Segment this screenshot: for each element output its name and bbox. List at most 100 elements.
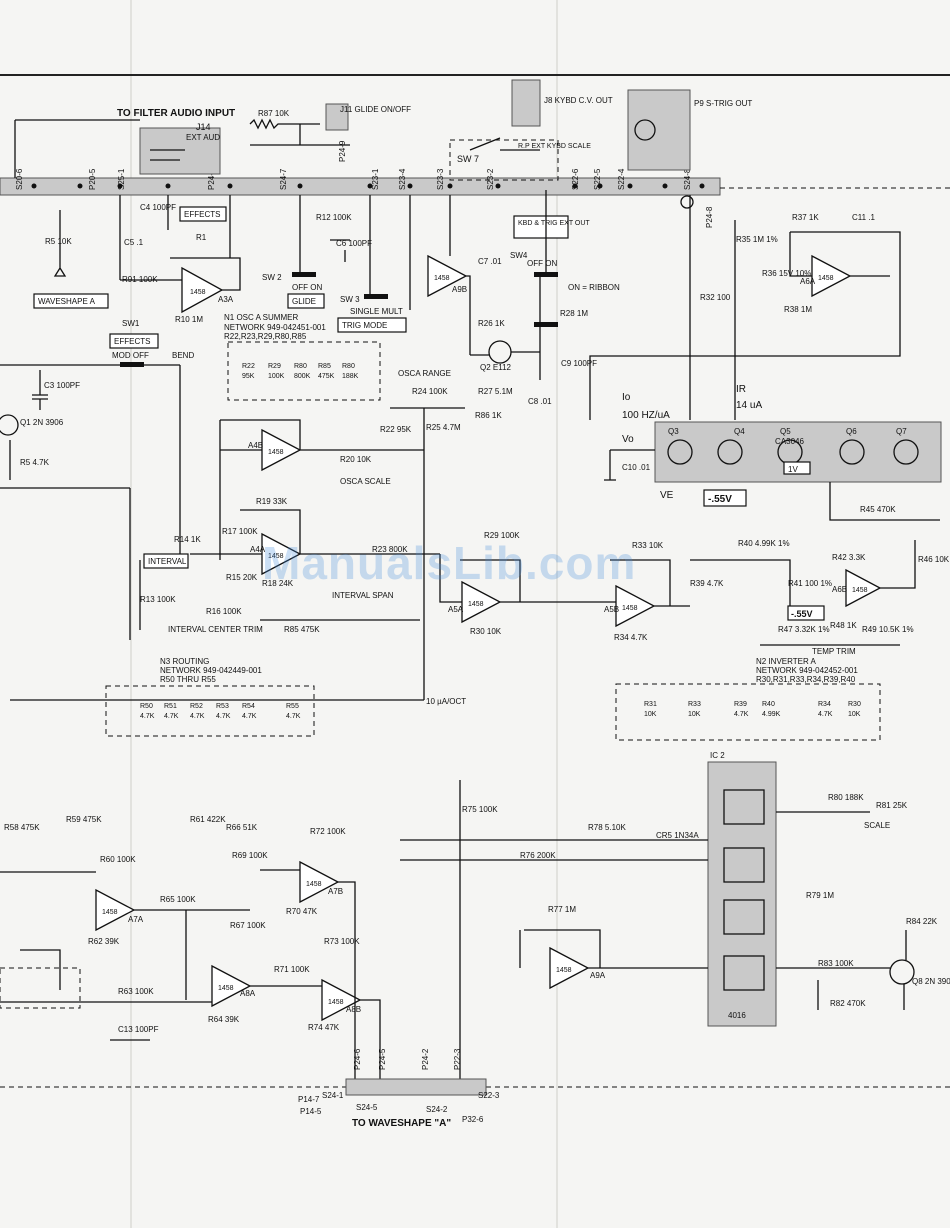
ir-value: 14 uA [736, 400, 762, 411]
network-n2-resistors: R31 10K R33 10K R39 4.7K R40 4.99K R34 4… [644, 701, 861, 718]
n1-resistor-ref: R80 [294, 363, 307, 370]
transistor-q1 [0, 414, 19, 436]
q8-label: Q8 2N 3904 [912, 977, 950, 986]
n3-resistor-val: 4.7K [242, 713, 257, 720]
n1-resistor-val: 95K [242, 373, 255, 380]
n2-resistor-ref: R33 [688, 701, 701, 708]
interval-label-box [143, 553, 189, 569]
ic2-label: IC 2 [710, 751, 725, 760]
r5b-label: R5 4.7K [20, 458, 50, 467]
r59-label: R59 475K [66, 815, 102, 824]
trig-mode-label: TRIG MODE [342, 321, 387, 330]
r35-label: R35 1M 1% [736, 235, 778, 244]
bottom-connector-labels: P24-6 P24-5 P24-2 P22-3 [353, 1048, 462, 1070]
opamp-part: 1458 [622, 605, 638, 612]
net2-number: NETWORK 949-042452-001 [756, 666, 858, 675]
vo-label: Vo [622, 434, 634, 445]
network-left-partial [0, 967, 81, 1009]
r5-label: R5 10K [45, 237, 72, 246]
sw3-actuator[interactable] [364, 294, 388, 299]
r80b-label: R80 188K [828, 793, 864, 802]
connector-label: S22-6 [571, 168, 580, 190]
sw2-actuator[interactable] [292, 272, 316, 277]
r23-label: R23 800K [372, 545, 408, 554]
sw4-label: SW4 [510, 251, 528, 260]
net1-title: N1 OSC A SUMMER [224, 313, 298, 322]
n1-resistor-val: 100K [268, 373, 285, 380]
sw4-positions: OFF ON [527, 259, 557, 268]
opamp-a9a [549, 946, 590, 990]
connector-label: P22-3 [453, 1048, 462, 1070]
cr5-label: CR5 1N34A [656, 831, 699, 840]
connector-label: S23-4 [398, 168, 407, 190]
ir-label: IR [736, 384, 746, 395]
network-n1-resistors: R22 95K R29 100K R80 800K R85 475K R80 1… [242, 363, 359, 380]
a4b-label: A4B [248, 441, 263, 450]
glide-label-box [287, 293, 325, 309]
ca3046-label: CA3046 [775, 437, 804, 446]
p9-label: P9 S-TRIG OUT [694, 99, 752, 108]
r15-label: R15 20K [226, 573, 258, 582]
connector-label: S20-6 [15, 168, 24, 190]
connector-label: S23-1 [371, 168, 380, 190]
page-fold-line [130, 0, 132, 1228]
connector-label: S22-5 [593, 168, 602, 190]
opamp-part: 1458 [852, 587, 868, 594]
q2-label: Q2 E112 [480, 363, 512, 372]
opamp-a3a [181, 266, 224, 314]
connector-label: P24-6 [353, 1048, 362, 1070]
n3-resistor-ref: R53 [216, 703, 229, 710]
sw4-actuator[interactable] [534, 272, 558, 277]
n2-resistor-ref: R31 [644, 701, 657, 708]
a5b-label: A5B [604, 605, 619, 614]
r79-label: R79 1M [806, 891, 834, 900]
r28-label: R28 1M [560, 309, 588, 318]
p14-5-label: P14-5 [300, 1107, 322, 1116]
c3-label: C3 100PF [44, 381, 80, 390]
s24-2-label: S24-2 [426, 1105, 448, 1114]
r77-label: R77 1M [548, 905, 576, 914]
r61-label: R61 422K [190, 815, 226, 824]
n1-resistor-val: 800K [294, 373, 311, 380]
r26-label: R26 1K [478, 319, 505, 328]
r29-label: R29 100K [484, 531, 520, 540]
ve-label: VE [660, 490, 674, 501]
r66-label: R66 51K [226, 823, 258, 832]
r40-label: R40 4.99K 1% [738, 539, 790, 548]
connector-label: S23-3 [436, 168, 445, 190]
p14-7-label: P14-7 [298, 1095, 320, 1104]
opamp-a8b [321, 978, 362, 1022]
r65-label: R65 100K [160, 895, 196, 904]
opamp-part: 1458 [468, 601, 484, 608]
n3-resistor-val: 4.7K [190, 713, 205, 720]
r47-label: R47 3.32K 1% [778, 625, 830, 634]
r34-label: R34 4.7K [614, 633, 648, 642]
network-n2 [615, 683, 881, 741]
transistor-array: Q3 Q4 Q5 Q6 Q7 [667, 427, 919, 465]
opamp-part: 1458 [818, 275, 834, 282]
opamp-a7b [299, 860, 340, 904]
r84-label: R84 22K [906, 917, 938, 926]
r42-label: R42 3.3K [832, 553, 866, 562]
jack-p9 [627, 89, 691, 171]
watermark: ManualsLib.com [262, 537, 637, 589]
sw4-actuator-b[interactable] [534, 322, 558, 327]
n2-resistor-ref: R30 [848, 701, 861, 708]
opamp-part: 1458 [434, 275, 450, 282]
sw1-actuator[interactable] [120, 362, 144, 367]
osca-range-label: OSCA RANGE [398, 369, 451, 378]
r27-label: R27 5.1M [478, 387, 513, 396]
connector-label: S24-8 [683, 168, 692, 190]
a4a-label: A4A [250, 545, 266, 554]
connector-label: S24-7 [279, 168, 288, 190]
p32-6-label: P32-6 [462, 1115, 484, 1124]
ic2-gates [723, 789, 765, 991]
r86-label: R86 1K [475, 411, 502, 420]
waveshape-label-box [33, 293, 109, 309]
r25-label: R25 4.7M [426, 423, 461, 432]
net3-title: N3 ROUTING [160, 657, 209, 666]
interval-center-label: INTERVAL CENTER TRIM [168, 625, 263, 634]
r72-label: R72 100K [310, 827, 346, 836]
r32-label: R32 100 [700, 293, 731, 302]
sw3-positions: SINGLE MULT [350, 307, 403, 316]
